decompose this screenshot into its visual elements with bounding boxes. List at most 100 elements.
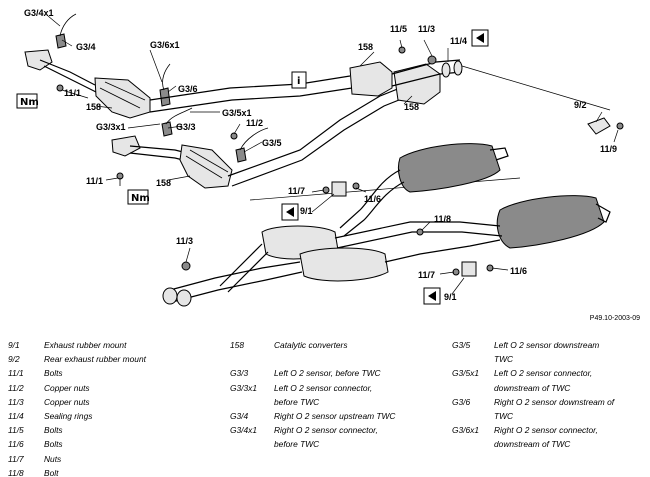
legend-code: G3/4 [230, 410, 249, 421]
legend-description: before TWC [274, 396, 320, 407]
legend-code: G3/6 [452, 396, 471, 407]
legend-description: Rear exhaust rubber mount [44, 354, 146, 365]
callout-g3-3: G3/3 [176, 122, 196, 132]
legend-description: before TWC [274, 439, 320, 450]
legend-row: G3/5 Left O 2 sensor downstream [452, 338, 648, 352]
rear-muffler-right [397, 143, 501, 193]
legend-row [230, 352, 450, 366]
callout-158-a: 158 [86, 102, 101, 112]
legend-description: Left O 2 sensor connector, [274, 382, 373, 393]
callout-g3-6: G3/6 [178, 84, 198, 94]
legend-code: G3/4x1 [230, 425, 258, 436]
callout-11-5: 11/5 [390, 24, 407, 34]
legend-code: 11/7 [8, 453, 24, 464]
o2-sensor-g3-3 [161, 121, 173, 137]
svg-text:Nm: Nm [20, 97, 39, 108]
legend-description: Bolts [44, 439, 63, 450]
legend-description: downstream of TWC [494, 382, 571, 393]
callout-9-2: 9/2 [574, 100, 587, 110]
callout-g3-6x1: G3/6x1 [150, 40, 180, 50]
legend-code: 11/8 [8, 467, 24, 477]
callout-11-7-bottom: 11/7 [418, 270, 435, 280]
legend-row: TWC [452, 352, 648, 366]
legend-code: G3/3 [230, 368, 249, 379]
svg-text:Nm: Nm [131, 193, 150, 204]
legend-description: Right O 2 sensor upstream TWC [274, 410, 396, 421]
legend-description: TWC [494, 354, 514, 365]
legend-description: Left O 2 sensor connector, [494, 368, 593, 379]
legend-code: 9/1 [8, 340, 20, 350]
legend-row: before TWC [230, 395, 450, 409]
legend-description: Nuts [44, 453, 62, 464]
figure-reference: P49.10-2003-09 [590, 315, 640, 322]
copper-nut-11-2 [230, 132, 238, 140]
callout-g3-5: G3/5 [262, 138, 282, 148]
rubber-mount-9-1-a [331, 181, 347, 197]
legend-row: 11/2 Copper nuts [8, 381, 223, 395]
center-muffler-lower [299, 247, 389, 282]
legend-row: 11/6 Bolts [8, 437, 223, 451]
callout-11-4: 11/4 [450, 36, 467, 46]
legend-row: 158 Catalytic converters [230, 338, 450, 352]
legend-row: 11/1 Bolts [8, 366, 223, 380]
callout-11-7-top: 11/7 [288, 186, 305, 196]
legend-description: Catalytic converters [274, 340, 348, 350]
o2-sensor-g3-6 [159, 87, 171, 107]
o2-sensor-g3-4 [55, 33, 67, 49]
y-pipe-flange-1 [162, 287, 178, 305]
callout-labels: G3/4x1 G3/4 G3/6x1 G3/6 G3/5x1 G3/3 G3/3… [24, 8, 617, 302]
rear-muffler-left [496, 195, 605, 249]
bolt-11-9 [616, 122, 624, 130]
manifold-flange-left [111, 135, 141, 157]
legend-row: downstream of TWC [452, 437, 648, 451]
legend-code: 9/2 [8, 354, 20, 365]
rear-rubber-mount [587, 117, 611, 135]
legend-description: Left O 2 sensor downstream [494, 340, 600, 350]
copper-nut-11-3-a [181, 261, 191, 271]
legend-description: Bolts [44, 425, 63, 436]
arrow-box-top-right [471, 29, 489, 47]
legend-code: G3/5 [452, 340, 471, 350]
legend-code: 11/2 [8, 382, 24, 393]
callout-g3-5x1: G3/5x1 [222, 108, 252, 118]
legend-code: G3/5x1 [452, 368, 480, 379]
o2-sensor-g3-5 [235, 147, 247, 163]
manifold-flange-right [24, 49, 53, 71]
legend-row: TWC [452, 409, 648, 423]
legend-code: 11/1 [8, 368, 24, 379]
legend-row: G3/5x1 Left O 2 sensor connector, [452, 366, 648, 380]
info-box: i [291, 71, 307, 89]
exhaust-system-diagram: G3/4x1 G3/4 G3/6x1 G3/6 G3/5x1 G3/3 G3/3… [16, 8, 640, 322]
nm-box-top: Nm [16, 93, 39, 109]
callout-11-3-top: 11/3 [418, 24, 435, 34]
callout-158-c: 158 [358, 42, 373, 52]
legend-description: Copper nuts [44, 382, 90, 393]
legend-code: 158 [230, 340, 244, 350]
legend-description: Sealing rings [44, 410, 93, 421]
catalytic-converter-right-rear [349, 61, 393, 97]
legend-description: Left O 2 sensor, before TWC [274, 368, 381, 379]
callout-11-8: 11/8 [434, 214, 451, 224]
legend-description: Right O 2 sensor connector, [494, 425, 598, 436]
legend-code: 11/6 [8, 439, 24, 450]
leader-lines [47, 15, 619, 295]
legend-row: G3/3 Left O 2 sensor, before TWC [230, 366, 450, 380]
callout-11-2: 11/2 [246, 118, 263, 128]
rubber-mount-9-1-b [461, 261, 477, 277]
legend-description: Bolts [44, 368, 63, 379]
legend-code: 11/4 [8, 410, 24, 421]
callout-11-3-left: 11/3 [176, 236, 193, 246]
y-pipe-flange-2 [176, 289, 192, 307]
legend-row: 9/2 Rear exhaust rubber mount [8, 352, 223, 366]
